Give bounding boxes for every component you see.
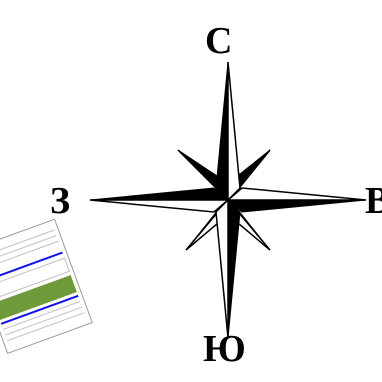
compass-star [90,62,366,338]
west-label: З [50,182,70,220]
north-label: С [205,22,232,60]
west-point-bottom [90,200,228,212]
map-thumbnail-icon [0,219,92,353]
south-point-right [228,200,240,338]
south-label: Ю [203,330,246,368]
north-point-right [228,62,240,200]
east-point-top [228,188,366,200]
west-point-top [90,188,228,200]
east-label: В [365,182,382,220]
east-point-bottom [228,200,366,212]
north-point-left [216,62,228,200]
south-point-left [216,200,228,338]
